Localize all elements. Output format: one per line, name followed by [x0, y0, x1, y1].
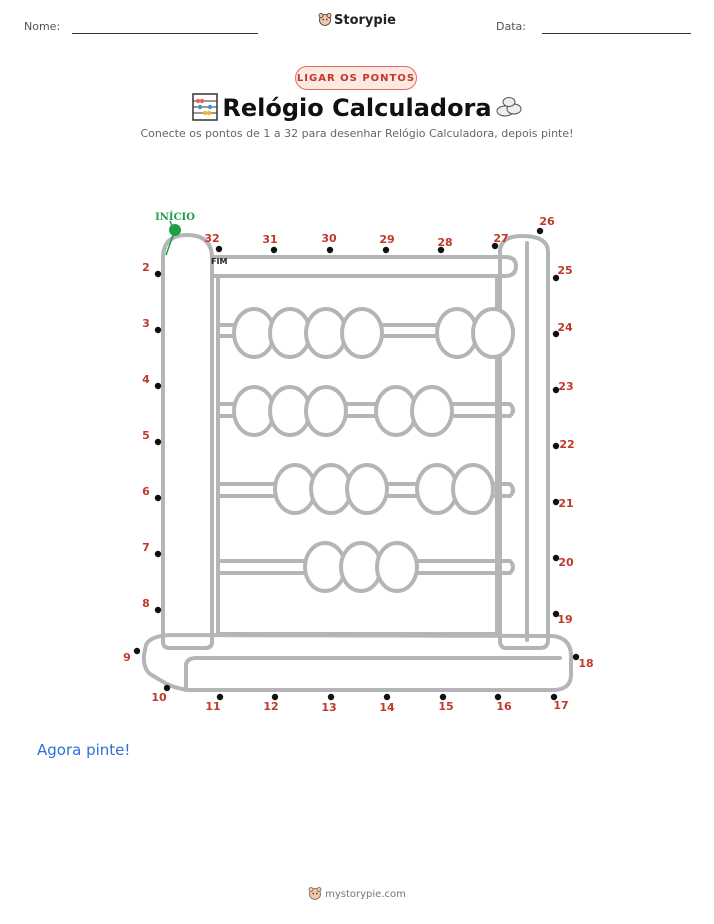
dot-20[interactable]	[552, 554, 560, 562]
color-prompt: Agora pinte!	[37, 741, 131, 759]
dot-label-21: 21	[558, 497, 573, 510]
dot-8[interactable]	[154, 606, 162, 614]
dot-label-28: 28	[437, 236, 452, 249]
dot-label-18: 18	[578, 657, 593, 670]
dot-26[interactable]	[536, 227, 544, 235]
dot-label-30: 30	[321, 232, 337, 245]
footer-url: mystorypie.com	[325, 889, 406, 900]
activity-badge: LIGAR OS PONTOS	[295, 66, 417, 90]
dot-label-6: 6	[142, 485, 150, 498]
dot-label-8: 8	[142, 597, 150, 610]
dot-label-29: 29	[379, 233, 394, 246]
instructions: Conecte os pontos de 1 a 32 para desenha…	[140, 127, 574, 140]
dot-11[interactable]	[216, 693, 224, 701]
dot-15[interactable]	[439, 693, 447, 701]
dot-22[interactable]	[552, 442, 560, 450]
dot-label-19: 19	[557, 613, 572, 626]
dot-6[interactable]	[154, 494, 162, 502]
dot-24[interactable]	[552, 330, 560, 338]
dot-label-22: 22	[559, 438, 574, 451]
dot-5[interactable]	[154, 438, 162, 446]
dot-label-13: 13	[321, 701, 336, 714]
dot-17[interactable]	[550, 693, 558, 701]
dot-label-32: 32	[204, 232, 219, 245]
dot-label-7: 7	[142, 541, 150, 554]
brand-name: Storypie	[334, 13, 396, 28]
dot-23[interactable]	[552, 386, 560, 394]
dot-19[interactable]	[552, 610, 560, 618]
dot-label-2: 2	[142, 261, 150, 274]
dot-12[interactable]	[271, 693, 279, 701]
start-label: INÍCIO	[155, 211, 195, 223]
end-label: FIM	[211, 257, 227, 266]
dot-2[interactable]	[154, 270, 162, 278]
abacus-outline	[141, 233, 573, 692]
dot-25[interactable]	[552, 274, 560, 282]
dot-label-3: 3	[142, 317, 150, 330]
brand-header: Storypie	[0, 12, 714, 28]
dot-28[interactable]	[437, 246, 445, 254]
name-label: Nome:	[24, 20, 61, 33]
dot-label-26: 26	[539, 215, 555, 228]
dot-13[interactable]	[327, 693, 335, 701]
dot-21[interactable]	[552, 498, 560, 506]
dot-label-11: 11	[205, 700, 220, 713]
dot-label-31: 31	[262, 233, 277, 246]
dot-label-16: 16	[496, 700, 512, 713]
dot-30[interactable]	[326, 246, 334, 254]
dot-label-14: 14	[379, 701, 395, 714]
date-label: Data:	[496, 20, 526, 33]
date-line[interactable]	[542, 33, 691, 34]
dot-27[interactable]	[491, 242, 499, 250]
dot-31[interactable]	[270, 246, 278, 254]
dot-29[interactable]	[382, 246, 390, 254]
dot-label-20: 20	[558, 556, 574, 569]
dot-1-start[interactable]	[169, 224, 181, 236]
dot-14[interactable]	[383, 693, 391, 701]
dot-label-17: 17	[553, 699, 568, 712]
abacus-icon	[192, 93, 218, 121]
dot-label-12: 12	[263, 700, 278, 713]
dot-4[interactable]	[154, 382, 162, 390]
storypie-logo-icon	[318, 13, 332, 26]
dot-label-27: 27	[493, 232, 508, 245]
dot-10[interactable]	[163, 684, 171, 692]
dot-label-4: 4	[142, 373, 150, 386]
dot-label-9: 9	[123, 651, 131, 664]
dot-3[interactable]	[154, 326, 162, 334]
dot-9[interactable]	[133, 647, 141, 655]
dot-label-5: 5	[142, 429, 150, 442]
page-title: Relógio Calculadora	[222, 94, 492, 122]
storypie-footer-logo-icon	[308, 887, 322, 900]
dot-16[interactable]	[494, 693, 502, 701]
dot-18[interactable]	[572, 653, 580, 661]
dot-label-10: 10	[151, 691, 167, 704]
dot-7[interactable]	[154, 550, 162, 558]
dot-label-25: 25	[557, 264, 572, 277]
dot-32[interactable]	[215, 245, 223, 253]
dot-label-15: 15	[438, 700, 453, 713]
stones-icon	[496, 97, 522, 117]
footer: mystorypie.com	[0, 886, 714, 900]
name-line[interactable]	[72, 33, 258, 34]
dot-label-24: 24	[557, 321, 573, 334]
dot-label-23: 23	[558, 380, 573, 393]
